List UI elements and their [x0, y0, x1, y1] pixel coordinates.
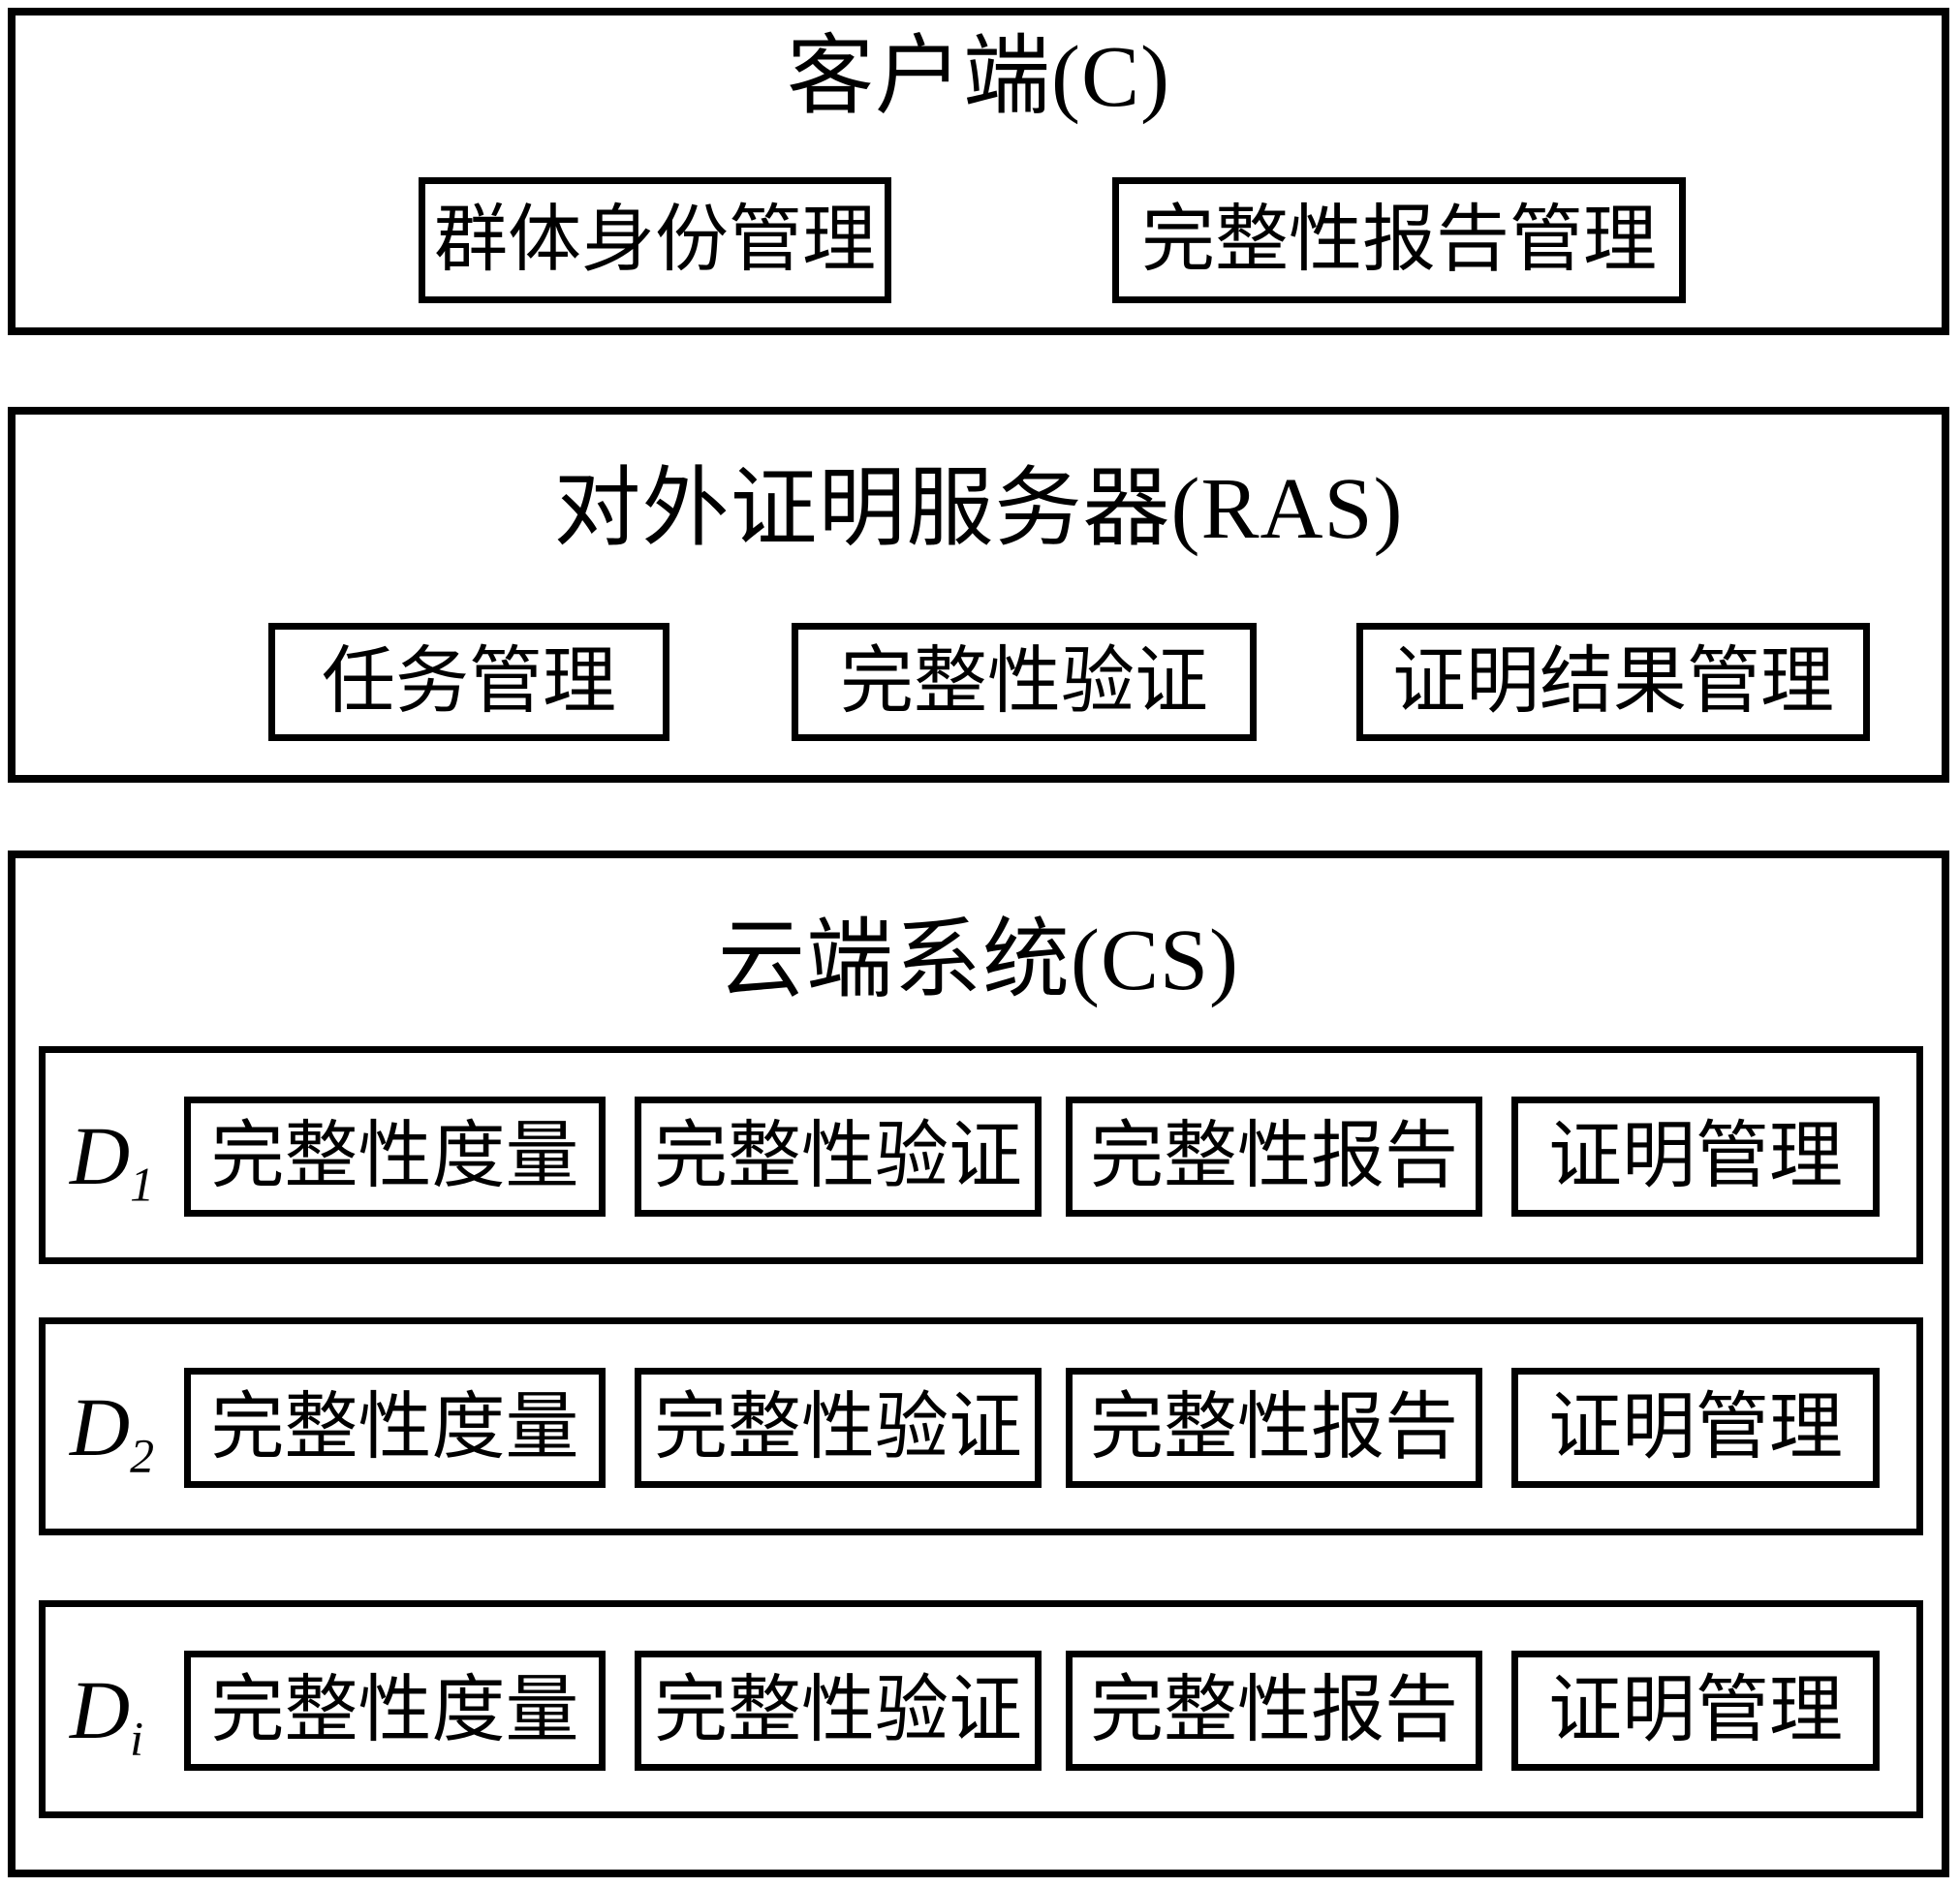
module-integrity-report-management: 完整性报告管理: [1112, 177, 1686, 303]
module-label: 完整性报告: [1090, 1670, 1458, 1751]
module-integrity-verification: 完整性验证: [635, 1368, 1042, 1488]
module-task-management: 任务管理: [268, 623, 669, 741]
device-label-base: D: [70, 1662, 131, 1756]
module-integrity-verification: 完整性验证: [792, 623, 1257, 741]
module-integrity-verification: 完整性验证: [635, 1097, 1042, 1217]
module-label: 完整性验证: [840, 641, 1208, 723]
module-integrity-report: 完整性报告: [1066, 1651, 1482, 1771]
cloud-section-title: 云端系统(CS): [717, 913, 1240, 1008]
module-attestation-result-management: 证明结果管理: [1356, 623, 1870, 741]
module-label: 完整性度量: [210, 1387, 579, 1469]
client-section-title: 客户端(C): [787, 29, 1170, 125]
module-integrity-measurement: 完整性度量: [184, 1368, 606, 1488]
device-label-subscript: i: [130, 1711, 143, 1765]
device-label-base: D: [70, 1108, 131, 1202]
module-attestation-management: 证明管理: [1511, 1368, 1880, 1488]
module-label: 完整性度量: [210, 1670, 579, 1751]
module-attestation-management: 证明管理: [1511, 1097, 1880, 1217]
device-row-di: Di 完整性度量 完整性验证 完整性报告 证明管理: [39, 1600, 1923, 1818]
device-label-di: Di: [70, 1668, 143, 1763]
module-integrity-measurement: 完整性度量: [184, 1651, 606, 1771]
device-label-subscript: 1: [130, 1157, 155, 1211]
device-label-subscript: 2: [130, 1428, 155, 1482]
device-row-d1: D1 完整性度量 完整性验证 完整性报告 证明管理: [39, 1046, 1923, 1264]
device-label-d2: D2: [70, 1385, 154, 1480]
module-label: 证明管理: [1548, 1116, 1843, 1197]
module-group-identity-management: 群体身份管理: [419, 177, 891, 303]
module-label: 完整性报告: [1090, 1387, 1458, 1469]
module-label: 完整性报告管理: [1141, 200, 1657, 281]
module-label: 证明管理: [1548, 1670, 1843, 1751]
module-label: 完整性验证: [654, 1387, 1022, 1469]
module-integrity-measurement: 完整性度量: [184, 1097, 606, 1217]
module-label: 证明管理: [1548, 1387, 1843, 1469]
module-integrity-report: 完整性报告: [1066, 1097, 1482, 1217]
module-label: 完整性度量: [210, 1116, 579, 1197]
client-section: 客户端(C) 群体身份管理 完整性报告管理: [8, 8, 1949, 335]
module-label: 完整性报告: [1090, 1116, 1458, 1197]
module-label: 完整性验证: [654, 1670, 1022, 1751]
module-label: 完整性验证: [654, 1116, 1022, 1197]
module-label: 证明结果管理: [1392, 641, 1834, 723]
device-label-d1: D1: [70, 1114, 154, 1209]
module-integrity-verification: 完整性验证: [635, 1651, 1042, 1771]
ras-section: 对外证明服务器(RAS) 任务管理 完整性验证 证明结果管理: [8, 407, 1949, 783]
module-label: 任务管理: [322, 641, 616, 723]
device-label-base: D: [70, 1379, 131, 1473]
device-row-d2: D2 完整性度量 完整性验证 完整性报告 证明管理: [39, 1317, 1923, 1535]
ras-section-title: 对外证明服务器(RAS): [553, 461, 1404, 557]
module-attestation-management: 证明管理: [1511, 1651, 1880, 1771]
module-label: 群体身份管理: [434, 200, 876, 281]
cloud-section: 云端系统(CS) D1 完整性度量 完整性验证 完整性报告 证明管理 D2 完整…: [8, 851, 1949, 1877]
module-integrity-report: 完整性报告: [1066, 1368, 1482, 1488]
